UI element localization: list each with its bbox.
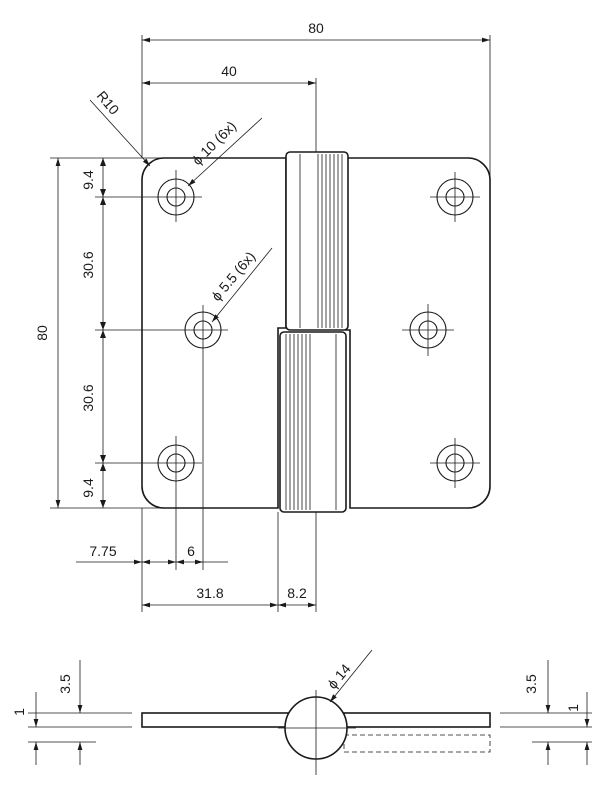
hole-bottom-right xyxy=(430,438,480,488)
dim-large-hole-label: ϕ 10 (6x) xyxy=(189,118,239,168)
hole-top-right xyxy=(430,172,480,222)
dim-overall-height: 80 xyxy=(34,157,164,509)
dim-left-offset-label: 7.75 xyxy=(89,543,116,559)
side-view: ϕ 14 3.5 1 3.5 1 xyxy=(11,649,592,775)
dim-overall-width-label: 80 xyxy=(308,20,324,36)
dim-half-width: 40 xyxy=(142,63,317,152)
dim-knuckle-width-label: 8.2 xyxy=(287,585,307,601)
dim-bottom-hole-offsets: 7.75 6 xyxy=(76,355,228,612)
dim-vertical-chain: 9.4 30.6 30.6 9.4 xyxy=(80,158,178,508)
dim-hole-offset-label: 6 xyxy=(187,543,195,559)
side-left-leaf xyxy=(141,712,291,728)
dim-pin-diameter-label: ϕ 14 xyxy=(324,661,354,692)
dim-half-width-label: 40 xyxy=(221,63,237,79)
dim-lower-span-label: 30.6 xyxy=(80,384,96,411)
hole-mid-right xyxy=(402,304,454,356)
knuckle-upper xyxy=(285,151,349,331)
dim-upper-span-label: 30.6 xyxy=(80,251,96,278)
dim-right-thickness-label: 1 xyxy=(565,704,581,712)
dim-leaf-width-label: 31.8 xyxy=(196,585,223,601)
top-view: 80 40 R10 ϕ 10 (6x) ϕ 5.5 (6x) 80 xyxy=(34,20,491,612)
leader-large-hole: ϕ 10 (6x) xyxy=(187,118,263,187)
hole-mid-left xyxy=(178,305,228,355)
side-hidden-leaf xyxy=(343,734,491,753)
left-leaf-outline xyxy=(141,157,287,509)
side-right-leaf xyxy=(343,712,491,728)
dim-corner-radius-label: R10 xyxy=(94,88,123,118)
dim-overall-width: 80 xyxy=(141,20,491,180)
dim-overall-height-label: 80 xyxy=(34,325,50,341)
hole-top-left xyxy=(150,170,202,222)
dim-side-right: 3.5 1 xyxy=(500,660,592,765)
dim-corner-radius: R10 xyxy=(89,88,151,167)
dim-bottom-offset-label: 9.4 xyxy=(80,478,96,498)
leader-small-hole: ϕ 5.5 (6x) xyxy=(208,247,273,323)
right-leaf-outline xyxy=(345,157,491,509)
dim-bottom-leaf-widths: 31.8 8.2 xyxy=(142,512,317,612)
leader-pin-diameter: ϕ 14 xyxy=(324,649,373,703)
dim-left-height-label: 3.5 xyxy=(57,674,73,694)
dim-side-left: 3.5 1 xyxy=(11,660,132,765)
hole-bottom-left xyxy=(150,436,202,490)
dim-top-offset-label: 9.4 xyxy=(80,170,96,190)
dim-left-thickness-label: 1 xyxy=(11,708,27,716)
knuckle-lower xyxy=(279,331,347,513)
dim-right-height-label: 3.5 xyxy=(523,674,539,694)
